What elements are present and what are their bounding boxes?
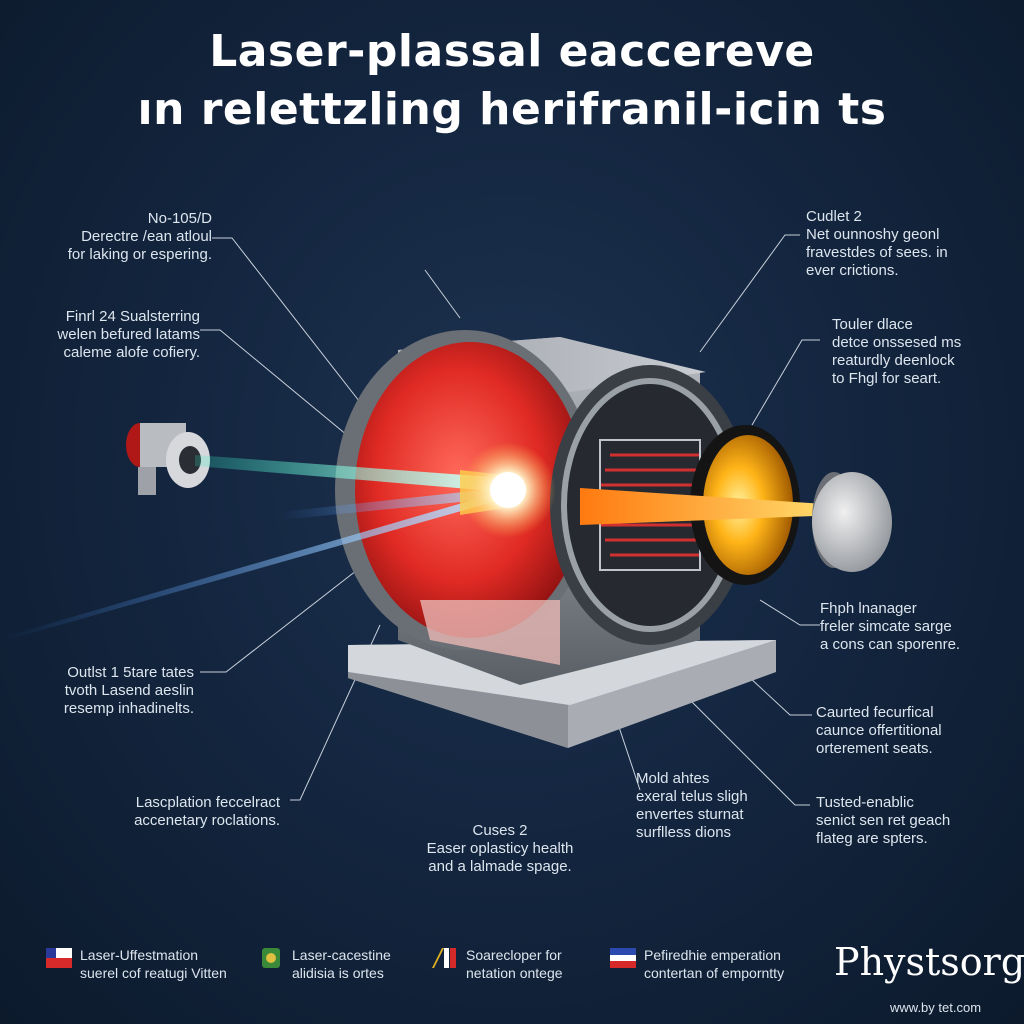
label-top-left: No-105/D Derectre /ean atloul for laking… [68,210,212,264]
label-mid-right: Fhph lnanager freler simcate sarge a con… [820,600,960,654]
label-mid-left: Finrl 24 Sualsterring welen befured lata… [57,308,200,362]
label-lower-right: Caurted fecurfical caunce offertitional … [816,704,942,758]
emblem-green-icon [258,948,284,968]
flag-blue-red-icon [610,948,636,968]
target-disc-icon [812,472,892,572]
label-top-right: Cudlet 2 Net ounnoshy geonl fravestdes o… [806,208,948,280]
label-bottom-mid: Mold ahtes exeral telus sligh envertes s… [636,770,748,842]
label-bottom-left: Lascplation feccelract accenetary roclat… [134,794,280,830]
brand-logo: Phystsorg [834,940,1024,984]
flag-yellow-red-icon [432,948,458,968]
label-lower-left: Outlst 1 5tare tates tvoth Lasend aeslin… [64,664,194,718]
footer-url: www.by tet.com [890,1000,981,1015]
label-bottom-right: Tusted-enablic senict sen ret geach flat… [816,794,950,848]
label-bottom-center: Cuses 2 Easer oplasticy health and a lal… [400,822,600,876]
label-upper-right: Touler dlace detce onssesed ms reaturdly… [832,316,961,388]
flag-red-white-icon [46,948,72,968]
